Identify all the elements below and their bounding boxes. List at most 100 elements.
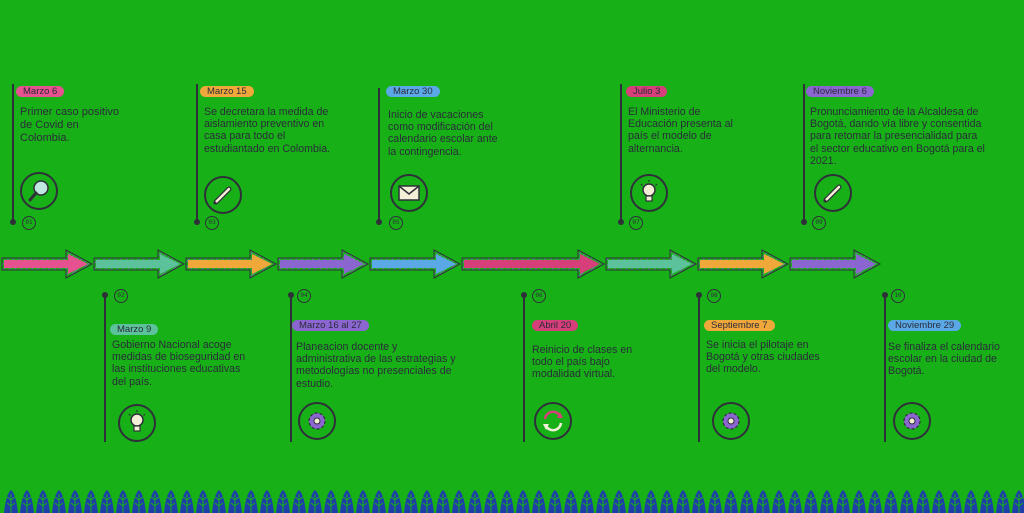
leaf-icon: [612, 490, 626, 513]
event-icon-badge: [534, 402, 572, 440]
event-date: Marzo 9: [110, 324, 159, 335]
leaf-icon: [644, 490, 658, 513]
leaf-icon: [36, 490, 50, 513]
leaf-icon: [20, 490, 34, 513]
event-number: 01: [22, 216, 36, 230]
event-icon-badge: [630, 174, 668, 212]
event-description: El Ministerio de Educación presenta al p…: [628, 106, 733, 155]
envelope-icon: [398, 185, 420, 201]
event-description: Gobierno Nacional acoge medidas de biose…: [112, 339, 246, 388]
leaf-icon: [100, 490, 114, 513]
leaf-icon: [516, 490, 530, 513]
event-date: Noviembre 29: [888, 320, 962, 331]
event-date: Septiembre 7: [704, 320, 775, 331]
event-number: 08: [707, 289, 721, 303]
leaf-icon: [692, 490, 706, 513]
leaf-icon: [916, 490, 930, 513]
leaf-icon: [804, 490, 818, 513]
arrow-segment-1: [1, 249, 94, 279]
leaf-icon: [260, 490, 274, 513]
event-description: Planeacion docente y administrativa de l…: [296, 341, 456, 390]
leaf-icon: [868, 490, 882, 513]
leaf-icon: [164, 490, 178, 513]
arrow-segment-2: [93, 249, 186, 279]
event-icon-badge: [298, 402, 336, 440]
connector-dot: [801, 219, 807, 225]
lightbulb-icon: [128, 410, 146, 432]
leaf-icon: [836, 490, 850, 513]
leaf-icon: [1012, 490, 1024, 513]
leaf-icon: [436, 490, 450, 513]
leaf-icon: [532, 490, 546, 513]
event-description: Se inicia el pilotaje en Bogotá y otras …: [706, 339, 820, 376]
event-date: Noviembre 6: [806, 86, 874, 97]
event-number: 07: [629, 216, 643, 230]
leaf-icon: [756, 490, 770, 513]
leaf-icon: [740, 490, 754, 513]
connector-line: [104, 294, 106, 442]
connector-dot: [194, 219, 200, 225]
arrow-segment-7: [605, 249, 698, 279]
pencil-icon: [823, 184, 842, 203]
leaf-icon: [724, 490, 738, 513]
event-date: Marzo 30: [386, 86, 440, 97]
connector-dot: [696, 292, 702, 298]
event-description: Primer caso positivo de Covid en Colombi…: [20, 106, 120, 144]
event-description: Se finaliza el calendario escolar en la …: [888, 341, 1000, 378]
connector-line: [803, 84, 805, 222]
event-number: 04: [297, 289, 311, 303]
connector-dot: [376, 219, 382, 225]
leaf-icon: [84, 490, 98, 513]
connector-dot: [618, 219, 624, 225]
leaf-icon: [372, 490, 386, 513]
leaf-icon: [884, 490, 898, 513]
event-number: 06: [532, 289, 546, 303]
connector-line: [196, 84, 198, 222]
pencil-icon: [213, 186, 232, 205]
lightbulb-icon: [640, 180, 658, 202]
leaf-icon: [292, 490, 306, 513]
leaf-icon: [468, 490, 482, 513]
leaf-icon: [404, 490, 418, 513]
leaf-icon: [308, 490, 322, 513]
leaf-icon: [340, 490, 354, 513]
leaf-icon: [324, 490, 338, 513]
leaf-icon: [676, 490, 690, 513]
leaf-icon: [4, 490, 18, 513]
leaf-icon: [948, 490, 962, 513]
leaf-icon: [388, 490, 402, 513]
event-icon-badge: [204, 176, 242, 214]
connector-line: [884, 294, 886, 442]
connector-line: [290, 294, 292, 442]
event-number: 03: [205, 216, 219, 230]
leaf-icon: [820, 490, 834, 513]
event-date: Marzo 6: [16, 86, 65, 97]
leaf-icon: [420, 490, 434, 513]
leaf-icon: [484, 490, 498, 513]
event-number: 10: [891, 289, 905, 303]
leaf-icon: [500, 490, 514, 513]
arrow-segment-8: [697, 249, 790, 279]
event-description: Pronunciamiento de la Alcaldesa de Bogot…: [810, 106, 985, 167]
gear-icon: [722, 412, 740, 430]
connector-line: [698, 294, 700, 442]
leaf-icon: [580, 490, 594, 513]
leaf-icon: [228, 490, 242, 513]
leaf-icon: [852, 490, 866, 513]
event-icon-badge: [893, 402, 931, 440]
leaf-icon: [932, 490, 946, 513]
magnifier-icon: [28, 180, 49, 202]
leaf-border: [4, 490, 1024, 513]
event-icon-badge: [390, 174, 428, 212]
connector-line: [620, 84, 622, 222]
leaf-icon: [980, 490, 994, 513]
arrow-segment-9: [789, 249, 882, 279]
event-date: Julio 3: [626, 86, 668, 97]
leaf-icon: [452, 490, 466, 513]
leaf-icon: [708, 490, 722, 513]
connector-line: [523, 294, 525, 442]
event-number: 02: [114, 289, 128, 303]
connector-dot: [10, 219, 16, 225]
leaf-icon: [548, 490, 562, 513]
